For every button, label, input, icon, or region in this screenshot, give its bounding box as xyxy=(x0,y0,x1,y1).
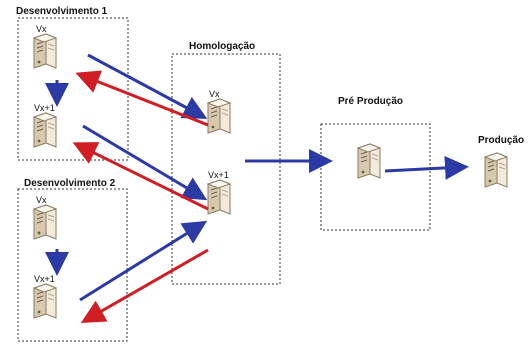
homolog-vx-label: Vx xyxy=(209,89,220,99)
server-icon xyxy=(33,204,57,240)
server-icon xyxy=(207,179,231,215)
homolog-vx1-label: Vx+1 xyxy=(208,170,229,180)
homolog-to-dev2-arrow xyxy=(80,248,209,323)
dev1-box xyxy=(17,17,129,161)
homolog-vx1-to-dev1-arrow xyxy=(72,142,209,211)
dev2-title: Desenvolvimento 2 xyxy=(24,178,116,189)
server-icon xyxy=(33,283,57,319)
server-icon xyxy=(357,143,381,179)
homolog-title: Homologação xyxy=(189,41,255,52)
dev1-vx-label: Vx xyxy=(36,24,47,34)
server-icon xyxy=(484,152,508,188)
dev1-to-homolog-vx-arrow xyxy=(87,53,208,119)
dev1-vx1-to-homolog-vx1-arrow xyxy=(82,124,208,201)
homolog-vx-to-dev1-arrow xyxy=(75,70,209,127)
prod-title: Produção xyxy=(478,135,524,146)
server-icon xyxy=(33,112,57,148)
homolog-box xyxy=(171,53,281,285)
preprod-to-prod-arrow xyxy=(384,155,469,180)
dev2-vx1-label: Vx+1 xyxy=(34,274,55,284)
dev2-vx-label: Vx xyxy=(36,195,47,205)
server-icon xyxy=(33,33,57,69)
preprod-title: Pré Produção xyxy=(338,96,403,107)
dev1-vx1-label: Vx+1 xyxy=(34,103,55,113)
dev2-box xyxy=(17,188,128,342)
server-icon xyxy=(207,98,231,134)
preprod-box xyxy=(320,123,431,231)
dev1-title: Desenvolvimento 1 xyxy=(16,6,108,17)
dev2-to-homolog-arrow xyxy=(79,220,208,302)
